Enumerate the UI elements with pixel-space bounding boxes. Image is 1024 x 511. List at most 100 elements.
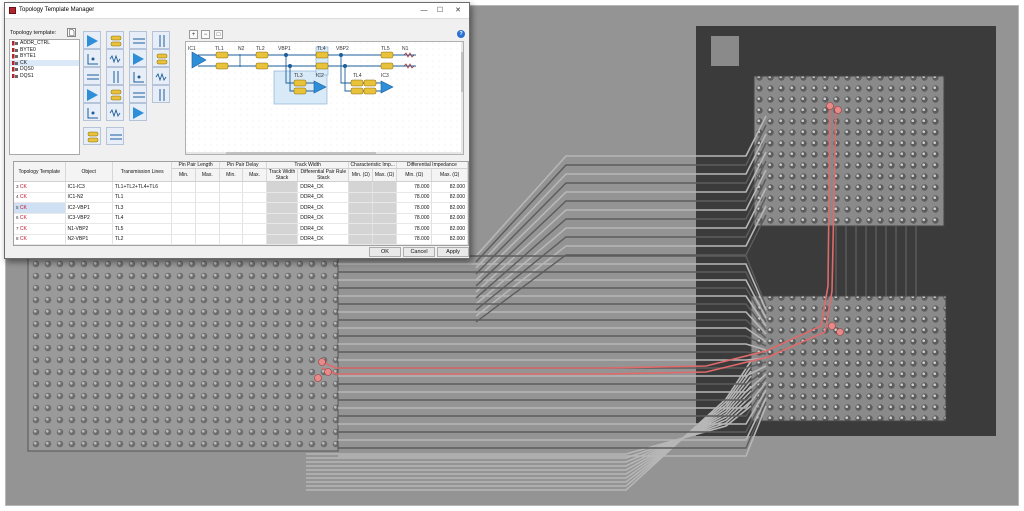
palette-tee-button[interactable] xyxy=(106,49,124,67)
zoom-out-icon[interactable]: − xyxy=(201,30,210,39)
palette-square-button[interactable] xyxy=(152,85,170,103)
cell-char-max[interactable] xyxy=(372,181,397,193)
palette-buffer-button[interactable] xyxy=(106,127,124,145)
cell-track-width-stack[interactable] xyxy=(266,202,299,214)
cell-diff-pair-rule-stack[interactable]: DDR4_CK xyxy=(297,192,350,203)
cell-template[interactable]: 6 CK xyxy=(14,213,66,224)
cell-char-min[interactable] xyxy=(348,192,374,203)
col-char-max[interactable]: Max. (Ω) xyxy=(372,168,397,182)
template-tree-item[interactable]: CK xyxy=(10,59,79,66)
cell-length-min[interactable] xyxy=(171,192,197,203)
constraint-grid[interactable]: Topology Template Object Transmission Li… xyxy=(13,161,469,246)
cell-transmission-lines[interactable]: TL2 xyxy=(112,234,173,245)
cell-template[interactable]: 7 CK xyxy=(14,223,66,235)
cell-diff-min[interactable]: 78.000 xyxy=(396,181,433,193)
cell-length-min[interactable] xyxy=(171,213,197,224)
palette-resistor-button[interactable] xyxy=(106,31,124,49)
cell-transmission-lines[interactable]: TL5 xyxy=(112,223,173,235)
cell-char-min[interactable] xyxy=(348,181,374,193)
col-diff-pair-rule-stack[interactable]: Differential Pair Rule Stack xyxy=(297,168,350,182)
palette-fork-button[interactable] xyxy=(129,85,147,103)
cell-object[interactable]: IC1-N2 xyxy=(65,192,113,203)
palette-bracket-button[interactable] xyxy=(152,67,170,85)
palette-pad-button[interactable] xyxy=(129,103,147,121)
minimize-button[interactable]: — xyxy=(420,7,428,14)
template-tree-item[interactable]: DQS0 xyxy=(10,66,79,73)
cell-transmission-lines[interactable]: TL4 xyxy=(112,213,173,224)
cell-track-width-stack[interactable] xyxy=(266,192,299,203)
zoom-fit-icon[interactable]: □ xyxy=(214,30,223,39)
cell-diff-max[interactable]: 82.000 xyxy=(431,181,468,193)
cell-length-max[interactable] xyxy=(195,234,220,245)
topology-template-manager-dialog[interactable]: Topology Template Manager — ☐ ✕ Topology… xyxy=(4,2,470,259)
zoom-in-icon[interactable]: + xyxy=(189,30,198,39)
template-tree-item[interactable]: ADDR_CTRL xyxy=(10,40,79,47)
cell-track-width-stack[interactable] xyxy=(266,181,299,193)
cell-transmission-lines[interactable]: TL1 xyxy=(112,192,173,203)
cell-delay-max[interactable] xyxy=(242,223,267,235)
cell-object[interactable]: IC1-IC3 xyxy=(65,181,113,193)
ok-button[interactable]: OK xyxy=(369,247,401,257)
cell-delay-min[interactable] xyxy=(219,192,244,203)
col-char-min[interactable]: Min. (Ω) xyxy=(348,168,374,182)
palette-via-button[interactable] xyxy=(106,103,124,121)
close-button[interactable]: ✕ xyxy=(455,7,461,14)
cell-delay-max[interactable] xyxy=(242,192,267,203)
cell-diff-min[interactable]: 78.000 xyxy=(396,202,433,214)
col-object[interactable]: Object xyxy=(65,162,113,182)
cell-diff-pair-rule-stack[interactable]: DDR4_CK xyxy=(297,213,350,224)
cell-track-width-stack[interactable] xyxy=(266,234,299,245)
cell-transmission-lines[interactable]: TL1+TL2+TL4+TL6 xyxy=(112,181,173,193)
cell-char-min[interactable] xyxy=(348,213,374,224)
palette-wave-button[interactable] xyxy=(106,67,124,85)
cell-delay-min[interactable] xyxy=(219,202,244,214)
col-diff-max[interactable]: Max. (Ω) xyxy=(431,168,468,182)
cell-diff-max[interactable]: 82.000 xyxy=(431,202,468,214)
cell-diff-pair-rule-stack[interactable]: DDR4_CK xyxy=(297,181,350,193)
cell-template[interactable]: 5 CK xyxy=(14,202,66,214)
cell-length-min[interactable] xyxy=(171,223,197,235)
palette-buffer-button[interactable] xyxy=(83,31,101,49)
cell-char-max[interactable] xyxy=(372,213,397,224)
cell-diff-pair-rule-stack[interactable]: DDR4_CK xyxy=(297,202,350,214)
cell-diff-max[interactable]: 82.000 xyxy=(431,192,468,203)
cell-delay-max[interactable] xyxy=(242,213,267,224)
cell-transmission-lines[interactable]: TL3 xyxy=(112,202,173,214)
palette-bracket2-button[interactable] xyxy=(83,103,101,121)
cell-track-width-stack[interactable] xyxy=(266,223,299,235)
cell-char-min[interactable] xyxy=(348,234,374,245)
palette-vlines-button[interactable] xyxy=(152,31,170,49)
palette-node-button[interactable] xyxy=(129,49,147,67)
template-tree-item[interactable]: DQS1 xyxy=(10,73,79,80)
cell-diff-max[interactable]: 82.000 xyxy=(431,213,468,224)
cell-delay-min[interactable] xyxy=(219,223,244,235)
palette-bus-button[interactable] xyxy=(83,85,101,103)
palette-stub-button[interactable] xyxy=(83,67,101,85)
cell-delay-max[interactable] xyxy=(242,181,267,193)
cell-char-max[interactable] xyxy=(372,202,397,214)
template-tree-item[interactable]: BYTE1 xyxy=(10,53,79,60)
cell-diff-min[interactable]: 78.000 xyxy=(396,234,433,245)
cell-diff-min[interactable]: 78.000 xyxy=(396,192,433,203)
cell-diff-pair-rule-stack[interactable]: DDR4_CK xyxy=(297,234,350,245)
palette-split-button[interactable] xyxy=(152,49,170,67)
cell-delay-max[interactable] xyxy=(242,234,267,245)
cell-object[interactable]: N2-VBP1 xyxy=(65,234,113,245)
col-template[interactable]: Topology Template xyxy=(14,162,66,182)
col-transmission-lines[interactable]: Transmission Lines xyxy=(112,162,173,182)
cell-char-min[interactable] xyxy=(348,202,374,214)
cell-length-max[interactable] xyxy=(195,213,220,224)
cell-length-max[interactable] xyxy=(195,202,220,214)
col-diff-min[interactable]: Min. (Ω) xyxy=(396,168,433,182)
cell-char-max[interactable] xyxy=(372,234,397,245)
cell-delay-min[interactable] xyxy=(219,234,244,245)
cell-delay-min[interactable] xyxy=(219,213,244,224)
cell-length-min[interactable] xyxy=(171,234,197,245)
cell-template[interactable]: 8 CK xyxy=(14,234,66,245)
cell-char-min[interactable] xyxy=(348,223,374,235)
col-length-min[interactable]: Min. xyxy=(171,168,197,182)
